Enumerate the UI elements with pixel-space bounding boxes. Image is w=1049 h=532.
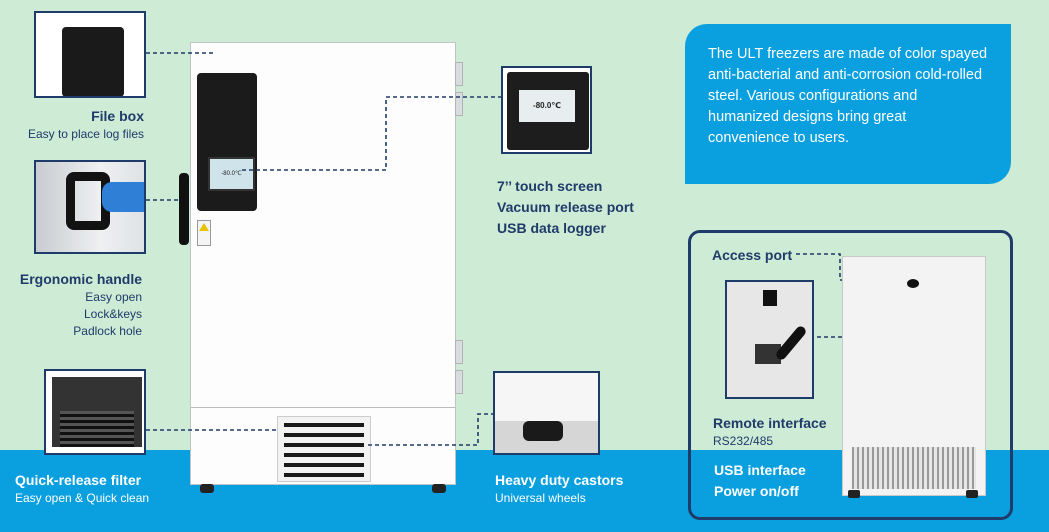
hinge [455, 92, 463, 116]
power-label: Power on/off [714, 483, 799, 499]
access-port-label: Access port [712, 247, 793, 263]
filter-title: Quick-release filter [15, 472, 142, 488]
hinge [455, 62, 463, 86]
handle-line-1: Easy open [85, 290, 142, 304]
rear-panel-frame [688, 230, 1013, 520]
freezer-handle [179, 173, 189, 245]
rear-wheel [966, 490, 978, 498]
remote-interface-thumbnail [725, 280, 814, 399]
usb-interface-label: USB interface [714, 462, 806, 478]
handle-line-3: Padlock hole [73, 324, 142, 338]
power-switch-image [763, 290, 777, 306]
info-box: The ULT freezers are made of color spaye… [685, 24, 1011, 184]
freezer-door-seam [191, 407, 455, 408]
glove-image [102, 182, 144, 212]
castors-desc: Universal wheels [495, 491, 586, 505]
access-port-image [907, 279, 919, 288]
handle-line-2: Lock&keys [83, 307, 142, 321]
filter-desc: Easy open & Quick clean [15, 491, 150, 505]
handle-thumbnail [34, 160, 146, 254]
freezer-control-screen: -80.0℃ [208, 157, 255, 191]
rear-grille-image [852, 447, 976, 489]
remote-interface-desc: RS232/485 [713, 434, 774, 448]
hinge [455, 370, 463, 394]
filter-mesh-image [60, 411, 134, 447]
remote-interface-title: Remote interface [713, 415, 827, 431]
castors-title: Heavy duty castors [495, 472, 624, 488]
hinge [455, 340, 463, 364]
castor-thumbnail [493, 371, 600, 455]
touch-screen-thumbnail: -80.0℃ [501, 66, 592, 154]
castor-wheel [200, 484, 214, 493]
warning-label-icon [197, 220, 211, 246]
handle-title: Ergonomic handle [19, 271, 142, 287]
file-box-image [62, 27, 124, 96]
freezer-filter-grille [277, 416, 371, 482]
file-box-desc: Easy to place log files [27, 127, 144, 141]
castor-image [523, 421, 563, 441]
touch-screen-reading: -80.0℃ [519, 90, 575, 122]
file-box-title: File box [91, 108, 144, 124]
touch-line-1: 7’’ touch screen [497, 178, 603, 194]
touch-line-2: Vacuum release port [497, 199, 634, 215]
touch-line-3: USB data logger [497, 220, 606, 236]
filter-thumbnail [44, 369, 146, 455]
rear-wheel [848, 490, 860, 498]
castor-wheel [432, 484, 446, 493]
file-box-thumbnail [34, 11, 146, 98]
terminal-block-image [755, 344, 781, 364]
